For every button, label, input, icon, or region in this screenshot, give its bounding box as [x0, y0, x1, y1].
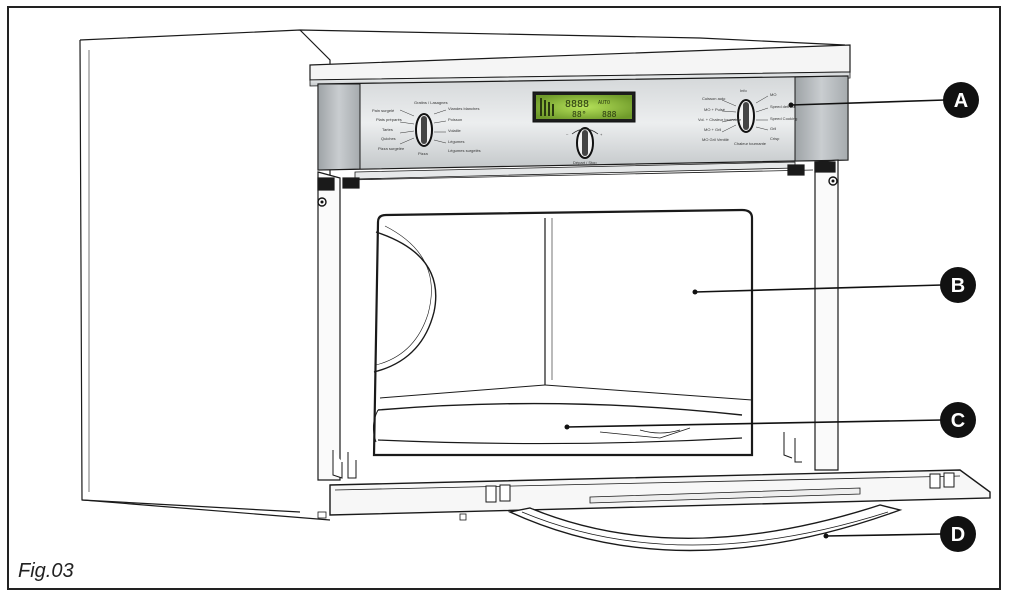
right-knob-label: MO + Gril: [704, 127, 721, 132]
left-knob-label: Tartes: [382, 127, 393, 132]
callout-c: C: [564, 402, 976, 438]
control-panel: Pain surgelé Plats préparés Tartes Quich…: [317, 75, 849, 180]
right-knob-tick-labels: Cuisson auto MO + Pulsé Vol. + Chaleur t…: [698, 88, 797, 146]
left-knob-label: Pain surgelé: [372, 108, 395, 113]
svg-text:888: 888: [602, 110, 617, 119]
right-knob-label: Chaleur tournante: [734, 141, 767, 146]
callout-letter: B: [951, 275, 965, 297]
callout-d: D: [823, 516, 976, 552]
figure-frame: [7, 6, 1001, 590]
left-knob-tick-labels: Pain surgelé Plats préparés Tartes Quich…: [372, 100, 481, 156]
right-knob-label: Speed Cooking: [770, 116, 797, 121]
right-knob-label: Vol. + Chaleur tournante: [698, 117, 742, 122]
left-program-knob[interactable]: Pain surgelé Plats préparés Tartes Quich…: [372, 100, 481, 156]
lcd-display: 8888 AUTO 88° 888: [532, 91, 636, 123]
start-stop-knob[interactable]: – + Départ / Stop: [566, 127, 603, 165]
left-knob-label: Plats préparés: [376, 117, 402, 122]
left-knob-label: Gratins / Lasagnes: [414, 100, 448, 105]
callout-letter: A: [954, 90, 968, 112]
left-knob-label: Légumes surgelés: [448, 148, 481, 153]
right-knob-label: MO: [770, 92, 776, 97]
right-knob-label: Crisp: [770, 136, 780, 141]
svg-text:88°: 88°: [572, 110, 586, 119]
minus-sign: –: [566, 131, 569, 136]
left-knob-label: Quiches: [381, 136, 396, 141]
door-handle: [507, 504, 903, 552]
right-knob-label: Gril: [770, 126, 776, 131]
right-knob-label: MO + Pulsé: [704, 107, 726, 112]
turntable: [372, 402, 743, 445]
front-frame: [317, 159, 839, 481]
lcd-bars-icon: [540, 98, 554, 116]
left-knob-label: Pizza: [418, 151, 429, 156]
lcd-segments: 8888: [565, 99, 589, 110]
left-knob-label: Viandes blanches: [448, 106, 480, 111]
right-mode-knob[interactable]: Cuisson auto MO + Pulsé Vol. + Chaleur t…: [698, 88, 797, 146]
callout-a: A: [788, 82, 979, 118]
left-knob-label: Légumes: [448, 139, 464, 144]
callout-letter: C: [951, 410, 965, 432]
right-knob-label: Info: [740, 88, 747, 93]
oven-door: [317, 432, 991, 521]
lcd-auto-word: AUTO: [598, 100, 610, 106]
right-knob-label: Speed defrost: [770, 104, 796, 109]
right-knob-label: MO Gril Ventilé: [702, 137, 730, 142]
plus-sign: +: [600, 132, 603, 137]
screw-icon: [317, 197, 327, 207]
start-stop-label: Départ / Stop: [573, 160, 597, 165]
right-knob-label: Cuisson auto: [702, 96, 726, 101]
oven-cavity: [372, 208, 754, 457]
left-knob-label: Volaille: [448, 128, 461, 133]
figure-label: Fig.03: [18, 560, 74, 582]
left-knob-label: Poisson: [448, 117, 462, 122]
callout-letter: D: [951, 524, 965, 546]
callout-b: B: [692, 267, 976, 303]
left-knob-label: Pizza surgelée: [378, 146, 405, 151]
screw-icon: [828, 176, 838, 186]
